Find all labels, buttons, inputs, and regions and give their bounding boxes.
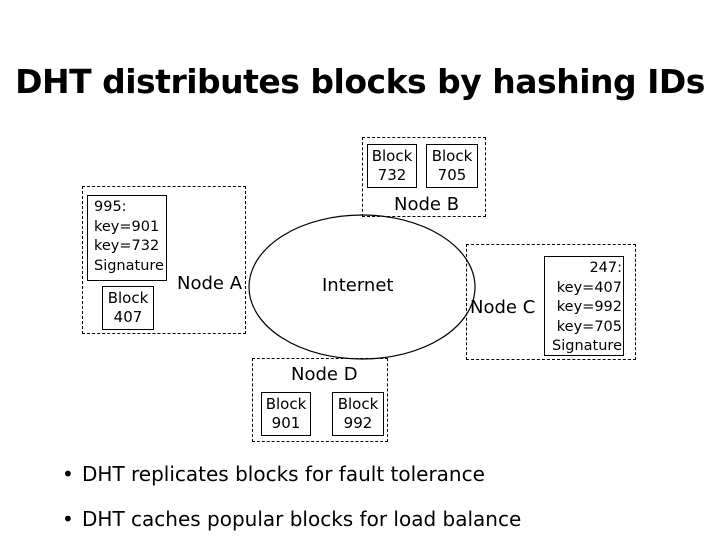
node-a-region[interactable]: [82, 186, 246, 334]
node-c-meta-line: Signature: [552, 338, 622, 354]
node-b-label: Node B: [394, 194, 460, 215]
bullet-text: DHT caches popular blocks for load balan…: [82, 507, 522, 531]
node-c-meta-box: [544, 256, 624, 356]
bullet-item: • DHT caches popular blocks for load bala…: [62, 507, 521, 531]
bullet-item: • DHT replicates blocks for fault toleran…: [62, 462, 485, 486]
block-705[interactable]: Block 705: [426, 144, 478, 188]
node-c-meta-line: key=992: [556, 299, 622, 315]
bullet-dot-icon: •: [62, 507, 74, 531]
node-a-meta-box: [87, 195, 167, 281]
node-a-label: Node A: [177, 273, 243, 294]
node-a-meta-line: Signature: [94, 257, 164, 274]
node-c-meta-line: key=407: [556, 279, 622, 296]
node-c-label: Node C: [470, 297, 536, 318]
block-label: Block: [431, 147, 473, 165]
block-id: 992: [343, 414, 373, 432]
node-d-region[interactable]: [252, 358, 388, 442]
block-label: Block: [107, 289, 149, 307]
bullet-dot-icon: •: [62, 462, 74, 486]
block-label: Block: [371, 147, 413, 165]
block-label: Block: [337, 395, 379, 413]
bullet-text: DHT replicates blocks for fault toleranc…: [82, 462, 485, 486]
block-id: 705: [437, 166, 467, 184]
node-b-region[interactable]: [362, 137, 486, 217]
node-a-meta-line: key=901: [94, 218, 160, 235]
node-a-meta: 995: key=901 key=732 Signature: [94, 198, 164, 276]
block-992[interactable]: Block 992: [332, 392, 384, 436]
block-label: Block: [265, 395, 307, 413]
node-a-meta-line: key=732: [94, 238, 160, 254]
slide-title: DHT distributes blocks by hashing IDs: [15, 62, 705, 101]
block-901[interactable]: Block 901: [261, 392, 311, 436]
node-c-meta: 247: key=407 key=992 key=705 Signature: [544, 259, 622, 357]
block-id: 901: [271, 414, 301, 432]
node-a-meta-line: 995:: [94, 199, 127, 215]
block-732[interactable]: Block 732: [367, 144, 417, 188]
block-407[interactable]: Block 407: [102, 286, 154, 330]
node-c-meta-line: key=705: [556, 318, 622, 335]
block-id: 407: [113, 308, 143, 326]
internet-label: Internet: [322, 275, 394, 296]
node-c-region[interactable]: [466, 244, 636, 360]
block-id: 732: [377, 166, 407, 184]
node-d-label: Node D: [291, 364, 358, 385]
node-c-meta-line: 247:: [589, 260, 622, 276]
